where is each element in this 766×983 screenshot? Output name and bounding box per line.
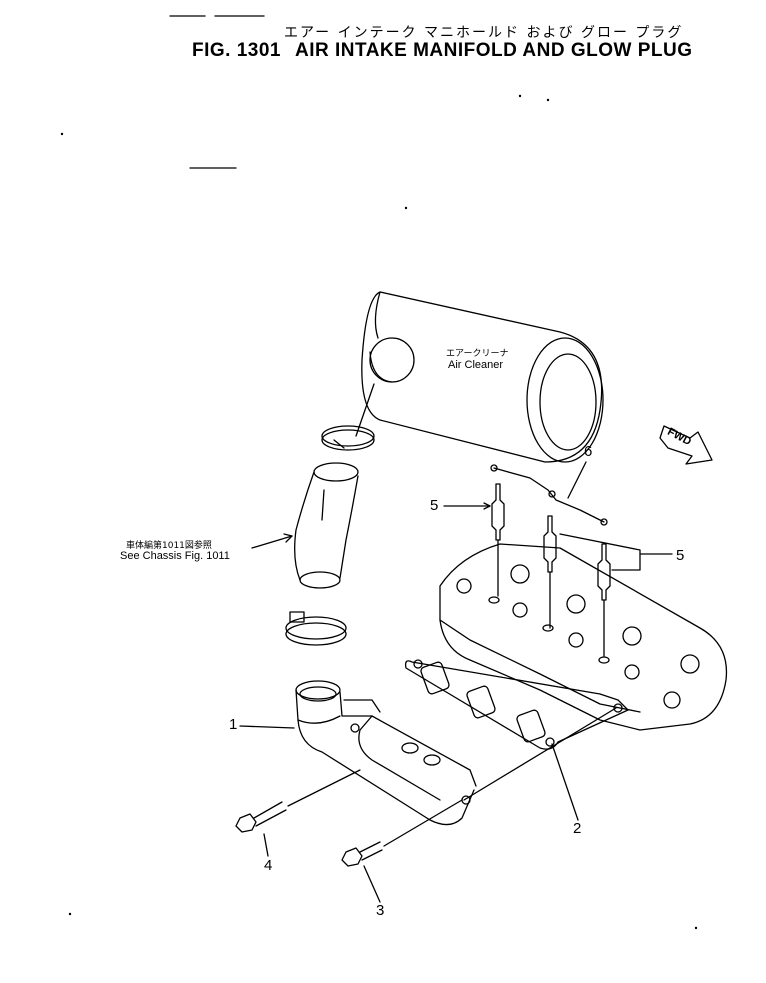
air-cleaner-label-en: Air Cleaner <box>448 359 504 371</box>
header-rules <box>169 15 265 169</box>
callout-5-left: 5 <box>430 497 439 514</box>
glow-plug-connector <box>490 464 608 526</box>
chassis-ref-label-jp: 車体編第1011図参照 <box>126 541 212 551</box>
cylinder-head <box>439 543 728 731</box>
bolt-part-4 <box>235 801 287 833</box>
callout-3: 3 <box>376 902 385 919</box>
fwd-arrow <box>659 425 713 465</box>
leader-lines <box>239 461 673 903</box>
callout-4: 4 <box>264 857 273 874</box>
air-cleaner-label-jp: エアークリーナ <box>446 349 509 359</box>
glow-plugs <box>491 483 611 657</box>
bolt-part-3 <box>341 841 383 867</box>
callout-1: 1 <box>229 716 238 733</box>
manifold-gasket <box>404 659 629 750</box>
upper-hose-clamp <box>321 425 375 451</box>
intake-hose <box>294 462 359 589</box>
figure-title-english: AIR INTAKE MANIFOLD AND GLOW PLUG <box>295 40 693 61</box>
chassis-ref-label-en: See Chassis Fig. 1011 <box>120 550 230 562</box>
chassis-ref-arrow <box>251 535 293 549</box>
callout-2: 2 <box>573 820 582 837</box>
intake-manifold <box>295 680 477 826</box>
figure-title: FIG. 1301 AIR INTAKE MANIFOLD AND GLOW PL… <box>192 40 707 62</box>
air-cleaner <box>361 291 604 463</box>
scan-dots <box>60 94 698 930</box>
lower-hose-clamp <box>285 611 347 646</box>
callout-5-right: 5 <box>676 547 685 564</box>
title-japanese: エアー インテーク マニホールド および グロー プラグ <box>284 25 684 41</box>
figure-number: FIG. 1301 <box>192 40 281 61</box>
callout-6: 6 <box>584 443 593 460</box>
